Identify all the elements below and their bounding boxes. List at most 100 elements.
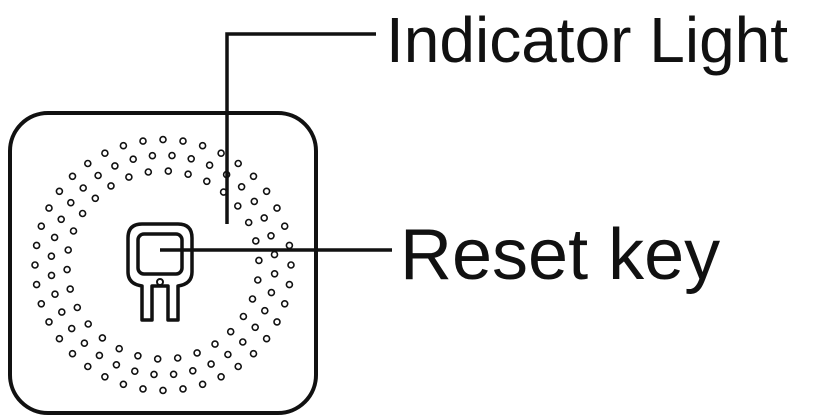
vent-dot: [239, 338, 247, 346]
vent-dot-ring: [31, 135, 295, 395]
vent-dot: [80, 339, 89, 348]
vent-dot: [164, 167, 173, 175]
vent-dot: [69, 227, 78, 235]
vent-dot: [237, 183, 246, 191]
vent-dot: [45, 318, 53, 326]
vent-dot: [153, 355, 162, 363]
vent-dot: [252, 237, 260, 245]
vent-dot: [159, 386, 167, 395]
vent-dot: [179, 137, 187, 145]
vent-dot: [129, 155, 137, 163]
device-body: [8, 111, 318, 415]
vent-dot: [63, 265, 71, 274]
reset-key-button: [126, 222, 194, 322]
vent-dot: [91, 194, 100, 203]
vent-dot: [84, 159, 92, 168]
vent-dot: [211, 340, 219, 348]
indicator-light-label: Indicator Light: [386, 4, 788, 76]
vent-dot: [66, 285, 74, 293]
vent-dot: [244, 218, 253, 227]
vent-dot: [131, 367, 139, 376]
vent-dot: [45, 204, 53, 212]
vent-dot: [112, 360, 121, 369]
vent-dot: [234, 362, 242, 371]
vent-dot: [255, 256, 263, 265]
vent-dot: [262, 187, 271, 196]
vent-dot: [217, 372, 225, 381]
vent-dot: [270, 250, 279, 259]
vent-dot: [234, 202, 242, 210]
vent-dot: [249, 172, 258, 181]
vent-dot: [198, 141, 207, 150]
vent-dot: [37, 222, 46, 230]
vent-dot: [111, 162, 119, 170]
vent-dot: [249, 349, 258, 358]
vent-dot: [173, 354, 182, 362]
vent-dot: [139, 137, 147, 145]
vent-dot: [101, 149, 109, 157]
vent-dot: [84, 320, 92, 328]
vent-dot: [134, 351, 142, 360]
vent-dot: [273, 318, 281, 326]
vent-dot: [125, 173, 133, 181]
vent-dot: [193, 349, 201, 357]
vent-dot: [267, 232, 275, 240]
vent-dot: [273, 204, 281, 212]
vent-dot: [107, 182, 115, 190]
vent-dot: [260, 306, 269, 315]
vent-dot: [251, 323, 259, 332]
vent-dot: [144, 168, 153, 176]
vent-dot: [73, 303, 82, 312]
reset-key-label: Reset key: [400, 215, 720, 295]
vent-dot: [250, 197, 259, 206]
vent-dot: [262, 334, 271, 343]
vent-dot: [285, 241, 294, 250]
vent-dot: [68, 349, 77, 358]
vent-dot: [32, 241, 41, 250]
vent-dot: [267, 288, 276, 297]
vent-dot: [148, 151, 157, 160]
vent-dot: [189, 366, 197, 375]
vent-dot: [139, 385, 147, 393]
vent-dot: [248, 295, 257, 303]
vent-dot: [287, 261, 295, 269]
vent-dot: [37, 299, 46, 308]
vent-dot: [234, 159, 242, 168]
vent-dot: [187, 155, 195, 163]
vent-dot: [179, 385, 187, 393]
vent-dot: [31, 261, 39, 269]
vent-dot: [239, 312, 248, 321]
vent-dot: [79, 184, 87, 192]
vent-dot: [119, 141, 128, 150]
vent-dot: [168, 151, 176, 160]
vent-dot: [95, 351, 104, 360]
vent-dot: [184, 170, 192, 178]
vent-dot: [260, 214, 269, 222]
vent-dot: [68, 172, 77, 181]
vent-dot: [47, 252, 56, 261]
reset-key-face: [136, 232, 184, 276]
vent-dot: [169, 370, 178, 379]
vent-dot: [64, 246, 72, 254]
vent-dot: [270, 269, 279, 278]
vent-dot: [51, 290, 59, 299]
vent-dot: [55, 334, 64, 343]
vent-dot: [57, 215, 66, 224]
vent-dot: [253, 276, 262, 284]
vent-dot: [224, 350, 232, 359]
vent-dot: [67, 198, 75, 207]
vent-dot: [94, 171, 102, 180]
vent-dot: [280, 299, 289, 308]
vent-dot: [84, 362, 92, 371]
vent-dot: [205, 161, 214, 169]
vent-dot: [98, 334, 107, 342]
vent-dot: [217, 149, 225, 157]
vent-dot: [119, 380, 128, 389]
vent-dot: [32, 280, 41, 289]
vent-dot: [285, 280, 294, 289]
reset-key-pinhole: [156, 278, 164, 286]
vent-dot: [115, 344, 123, 353]
vent-dot: [207, 360, 215, 368]
vent-dot: [198, 380, 207, 389]
vent-dot: [203, 177, 211, 186]
